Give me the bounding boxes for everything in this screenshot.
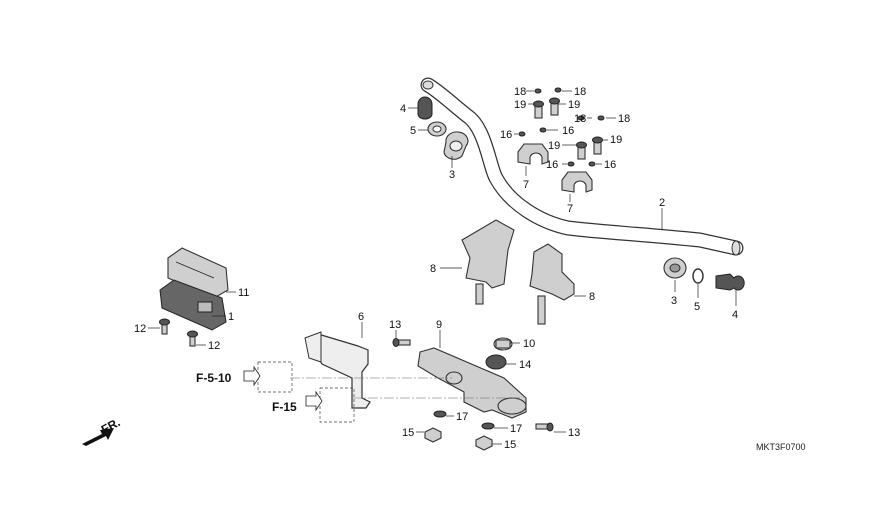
diagram-code: MKT3F0700 <box>756 442 806 452</box>
callout-5: 5 <box>694 301 700 313</box>
callout-19: 19 <box>548 140 560 152</box>
bracket <box>304 331 371 409</box>
callout-16: 16 <box>562 125 574 137</box>
front-arrow-icon <box>82 428 114 446</box>
callout-10: 10 <box>523 338 535 350</box>
callout-4: 4 <box>400 103 406 115</box>
handlebar <box>420 77 744 256</box>
callout-18: 18 <box>514 86 526 98</box>
callout-19: 19 <box>610 134 622 146</box>
callout-13: 13 <box>389 319 401 331</box>
ref-f-15[interactable]: F-15 <box>272 400 297 414</box>
leader-lines <box>148 90 737 445</box>
callout-8: 8 <box>430 263 436 275</box>
callout-7: 7 <box>567 203 573 215</box>
callout-3: 3 <box>449 169 455 181</box>
callout-8: 8 <box>589 291 595 303</box>
ref-f-5-10[interactable]: F-5-10 <box>196 371 232 385</box>
callout-9: 9 <box>436 319 442 331</box>
right-bar-end-parts <box>663 257 745 291</box>
left-bar-end-parts <box>417 96 469 160</box>
housing-screws <box>159 318 198 347</box>
callout-18: 18 <box>574 113 586 125</box>
callout-15: 15 <box>504 439 516 451</box>
callout-18: 18 <box>618 113 630 125</box>
callout-17: 17 <box>510 423 522 435</box>
callout-16: 16 <box>604 159 616 171</box>
top-bridge <box>417 347 527 419</box>
callout-14: 14 <box>519 359 531 371</box>
callout-12: 12 <box>134 323 146 335</box>
callout-1: 1 <box>228 311 234 323</box>
reference-frames <box>243 361 520 423</box>
callout-13: 13 <box>568 427 580 439</box>
callout-19: 19 <box>568 99 580 111</box>
switch-housing-upper <box>167 247 229 299</box>
holder-bolts <box>518 87 605 167</box>
callout-15: 15 <box>402 427 414 439</box>
callout-17: 17 <box>456 411 468 423</box>
callout-19: 19 <box>514 99 526 111</box>
callout-4: 4 <box>732 309 738 321</box>
callout-6: 6 <box>358 311 364 323</box>
switch-housing-lower <box>159 279 227 331</box>
callout-18: 18 <box>574 86 586 98</box>
callout-11: 11 <box>238 287 249 299</box>
bridge-fasteners <box>392 337 554 451</box>
upper-holder-a <box>517 143 549 165</box>
lower-holder-left <box>461 219 515 305</box>
lower-holder-right <box>529 243 575 325</box>
callout-16: 16 <box>500 129 512 141</box>
upper-holder-b <box>561 171 593 193</box>
callout-16: 16 <box>546 159 558 171</box>
callout-12: 12 <box>208 340 220 352</box>
callout-labels: 4 5 3 18 18 19 19 18 18 16 16 19 19 16 1… <box>134 86 738 451</box>
callout-7: 7 <box>523 179 529 191</box>
callout-3: 3 <box>671 295 677 307</box>
callout-2: 2 <box>659 197 665 209</box>
callout-5: 5 <box>410 125 416 137</box>
